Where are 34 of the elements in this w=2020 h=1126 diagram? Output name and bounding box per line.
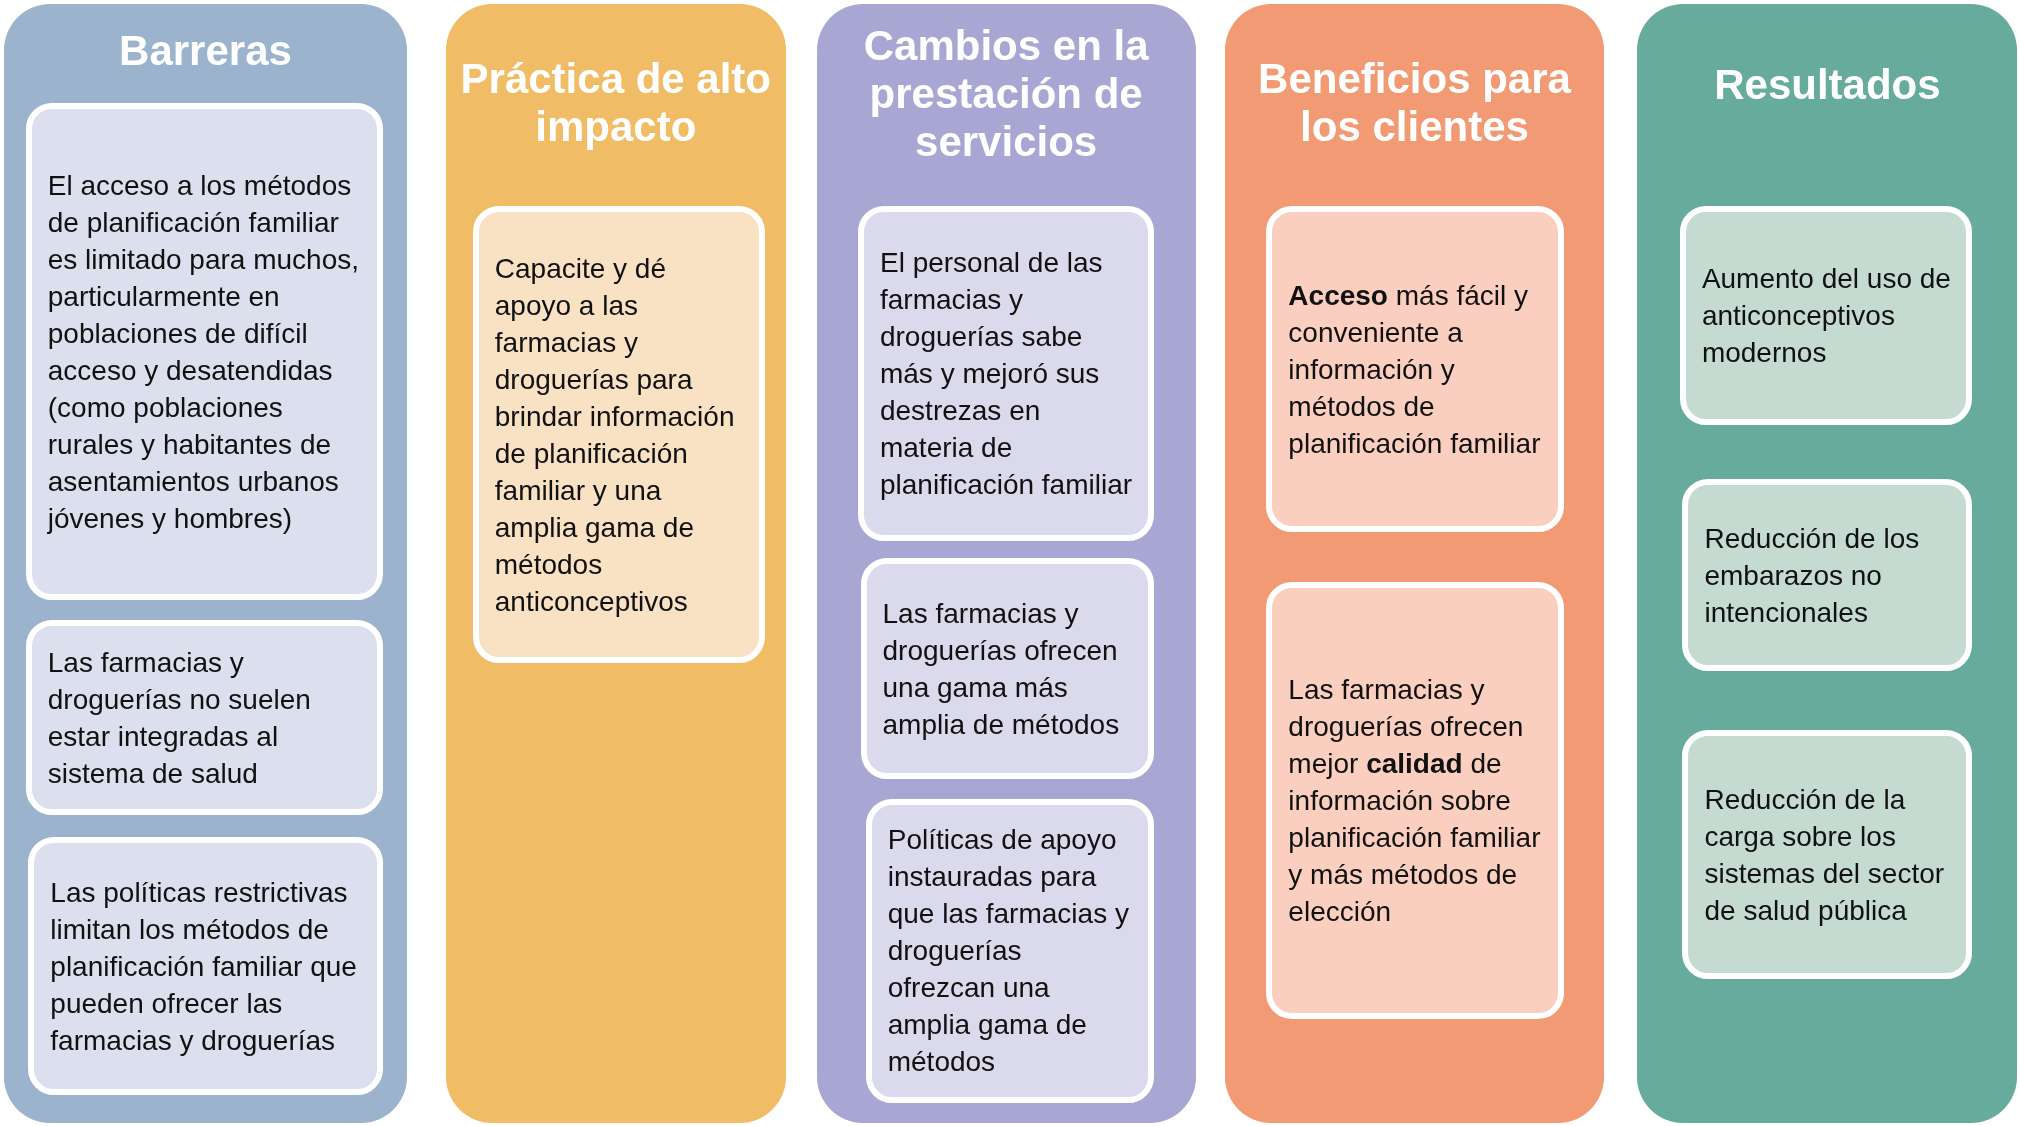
box-text: Capacite y dé apoyo a las farmacias y droguerías para brindar información de planificación familiar y una amplia gama de métodos anticonceptivos bbox=[493, 251, 736, 619]
text-box bbox=[25, 619, 383, 816]
text-box bbox=[1682, 730, 1973, 980]
box-text: Acceso más fácil y conveniente a información y métodos de planificación familiar bbox=[1287, 278, 1542, 461]
text-box bbox=[472, 206, 766, 664]
text-box bbox=[1679, 206, 1973, 426]
column-title: Cambios en la prestación de servicios bbox=[862, 21, 1150, 166]
box-text: Políticas de apoyo instauradas para que las farmacias y droguerías ofrezcan una amplia gama de métodos bbox=[886, 823, 1130, 1080]
box-text: Las farmacias y droguerías ofrecen una gama más amplia de métodos bbox=[881, 596, 1121, 742]
column-panel bbox=[1225, 3, 1604, 1124]
box-text: Aumento del uso de anticonceptivos modernos bbox=[1700, 262, 1952, 371]
column-title: Resultados bbox=[1713, 60, 1942, 109]
column-title: Práctica de alto impacto bbox=[459, 55, 772, 152]
text-box bbox=[860, 557, 1155, 780]
box-text: El personal de las farmacias y droguerías sabe más y mejoró sus destrezas en materia de planificación familiar bbox=[878, 246, 1134, 503]
box-text: Reducción de la carga sobre los sistemas del sector de salud pública bbox=[1703, 782, 1946, 928]
text-box bbox=[857, 206, 1155, 542]
column-panel bbox=[445, 3, 786, 1124]
text-box bbox=[1266, 206, 1564, 533]
box-text: El acceso a los métodos de planificación familiar es limitado para muchos, particularmente en poblaciones de difícil acceso y desatendidas (como poblaciones rurales y habitantes de asentamientos urbanos jóvenes y hombres) bbox=[46, 168, 360, 536]
box-text: Las políticas restrictivas limitan los métodos de planificación familiar que pueden ofrecer las farmacias y droguerías bbox=[49, 875, 358, 1058]
box-text: Las farmacias y droguerías no suelen estar integradas al sistema de salud bbox=[46, 645, 312, 791]
text-box bbox=[25, 103, 383, 601]
text-box bbox=[1682, 479, 1973, 672]
box-text: Reducción de los embarazos no intencionales bbox=[1703, 521, 1921, 630]
text-box bbox=[1266, 582, 1564, 1019]
column-panel bbox=[1637, 3, 2018, 1124]
text-box bbox=[28, 837, 383, 1095]
column-title: Beneficios para los clientes bbox=[1257, 55, 1572, 152]
column-panel bbox=[816, 3, 1196, 1124]
box-text: Las farmacias y droguerías ofrecen mejor calidad de información sobre planificación familiar y más métodos de elección bbox=[1287, 673, 1542, 930]
column-panel bbox=[3, 3, 408, 1124]
column-title: Barreras bbox=[118, 27, 293, 76]
text-box bbox=[865, 798, 1155, 1103]
